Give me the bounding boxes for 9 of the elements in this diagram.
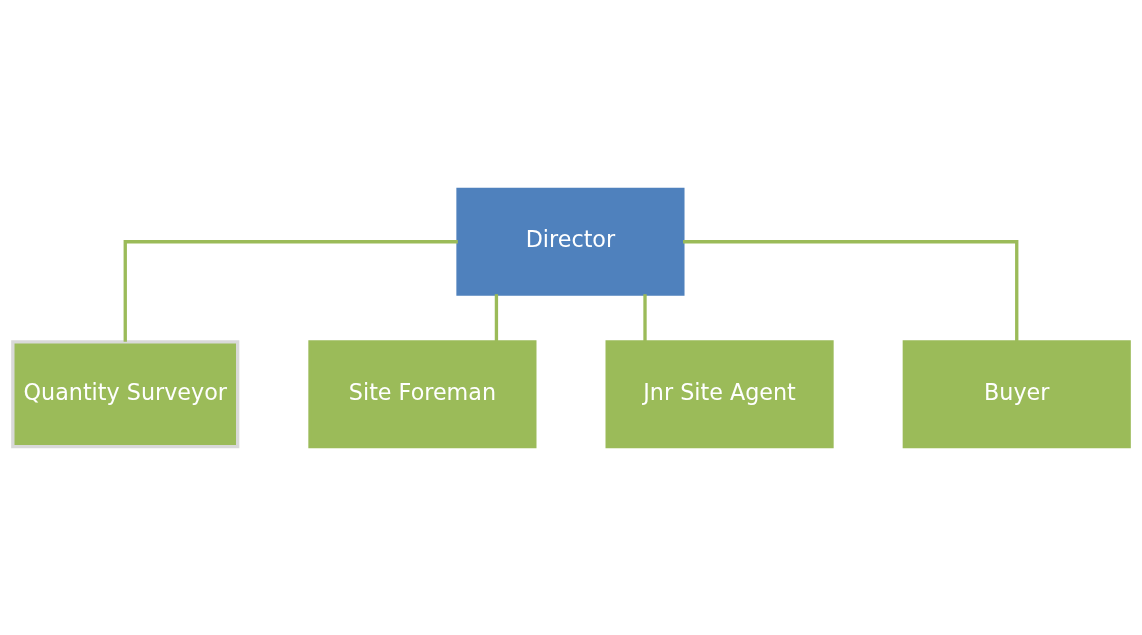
node-box: Site Foreman [308, 339, 537, 448]
node-box: Jnr Site Agent [605, 339, 834, 448]
node-box: Quantity Surveyor [11, 339, 240, 448]
node-box: Director [456, 187, 685, 296]
connector [123, 239, 458, 342]
connector [494, 293, 499, 342]
connector [643, 293, 647, 342]
node-box: Buyer [902, 339, 1131, 448]
connector [683, 239, 1019, 342]
